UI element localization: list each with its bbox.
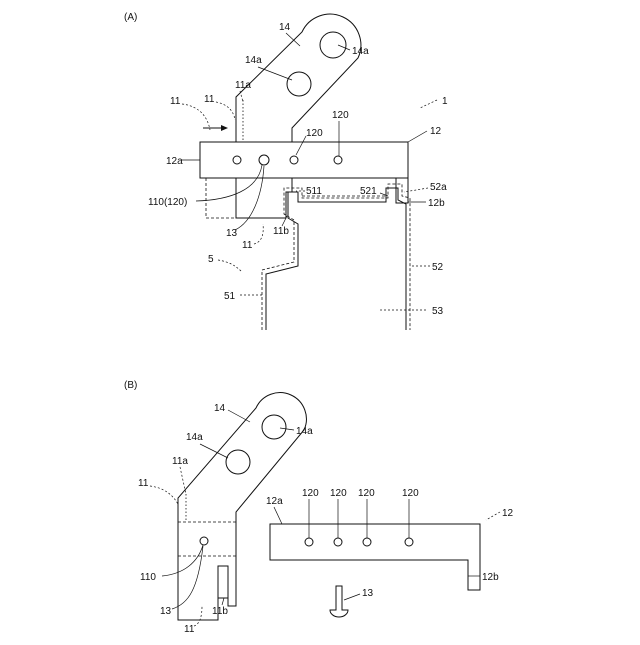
label-a-1: 1 xyxy=(442,96,448,107)
label-a-11-3: 11 xyxy=(242,240,253,251)
panel-a-title: (A) xyxy=(124,12,137,23)
label-b-12a: 12a xyxy=(266,496,283,507)
leader-a-1 xyxy=(420,100,437,108)
leader-b-14 xyxy=(228,410,250,422)
bar-12-b xyxy=(270,524,480,590)
label-a-11-2: 11 xyxy=(204,94,215,105)
leader-b-11b xyxy=(222,598,224,605)
leader-a-521 xyxy=(380,193,388,196)
label-a-53: 53 xyxy=(432,306,444,317)
label-b-120-2: 120 xyxy=(330,488,347,499)
label-b-13-hole: 13 xyxy=(160,606,172,617)
label-b-120-3: 120 xyxy=(358,488,375,499)
leader-b-12a xyxy=(274,507,282,524)
arrow-insert-head xyxy=(221,125,228,131)
bracket-11-outline-b xyxy=(178,393,306,620)
label-a-5: 5 xyxy=(208,254,214,265)
leader-a-11-1 xyxy=(182,104,210,130)
label-b-11-1: 11 xyxy=(138,478,149,489)
leader-a-5 xyxy=(218,260,242,272)
panel-b-title: (B) xyxy=(124,380,137,391)
label-b-14a-l: 14a xyxy=(186,432,203,443)
rivet-13 xyxy=(330,586,348,617)
leader-b-13-rivet xyxy=(344,594,360,600)
label-b-12: 12 xyxy=(502,508,514,519)
label-a-14a-r: 14a xyxy=(352,46,369,57)
panel-a: (A) 14 14a 14a 11a 11 11 120 xyxy=(124,12,448,330)
label-a-11a: 11a xyxy=(235,80,251,91)
label-a-120-2: 120 xyxy=(306,128,323,139)
label-a-12: 12 xyxy=(430,126,442,137)
label-a-14: 14 xyxy=(279,22,291,33)
label-a-51: 51 xyxy=(224,291,236,302)
panel-b: (B) 14 14a 14a 11a 11 120 120 120 1 xyxy=(124,380,514,635)
label-a-11b: 11b xyxy=(273,226,289,237)
label-a-110: 110(120) xyxy=(148,197,187,208)
label-a-511: 511 xyxy=(306,186,322,197)
bar-12 xyxy=(200,142,408,178)
leader-a-11-2 xyxy=(216,102,235,120)
label-b-120-1: 120 xyxy=(302,488,319,499)
label-a-12b: 12b xyxy=(428,198,445,209)
body-5-inner xyxy=(266,188,406,330)
label-a-11-1: 11 xyxy=(170,96,181,107)
leader-a-12 xyxy=(408,131,427,142)
label-a-52: 52 xyxy=(432,262,444,273)
label-b-12b: 12b xyxy=(482,572,499,583)
label-b-14a-r: 14a xyxy=(296,426,313,437)
label-a-14a-l: 14a xyxy=(245,55,262,66)
label-a-521: 521 xyxy=(360,186,377,197)
leader-a-11-3 xyxy=(254,224,263,244)
label-b-11-2: 11 xyxy=(184,624,195,635)
label-b-13-rivet: 13 xyxy=(362,588,374,599)
label-a-12a: 12a xyxy=(166,156,183,167)
label-b-11a: 11a xyxy=(172,456,188,467)
label-b-120-4: 120 xyxy=(402,488,419,499)
label-b-11b: 11b xyxy=(212,606,228,617)
leader-b-11-1 xyxy=(150,486,178,504)
label-a-120-1: 120 xyxy=(332,110,349,121)
label-b-110: 110 xyxy=(140,572,156,583)
label-b-14: 14 xyxy=(214,403,226,414)
leader-b-12 xyxy=(486,512,500,520)
label-a-52a: 52a xyxy=(430,182,447,193)
